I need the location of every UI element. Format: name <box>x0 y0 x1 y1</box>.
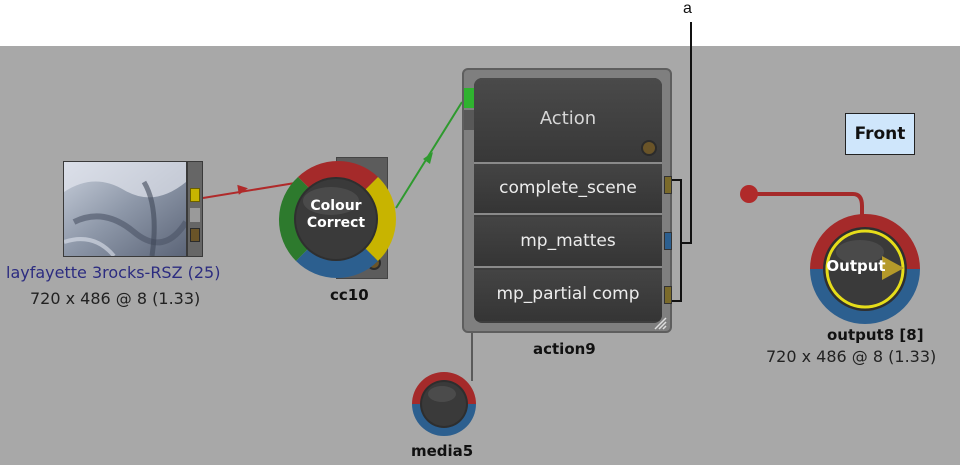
action-output-label: mp_partial comp <box>496 284 640 304</box>
action-node-header[interactable]: Action <box>474 78 662 164</box>
colour-correct-label-line1: Colour <box>310 198 362 214</box>
colour-correct-node-name: cc10 <box>330 286 369 304</box>
clip-node-ports <box>187 161 203 257</box>
play-triangle-icon <box>882 256 904 280</box>
action-output-complete-scene[interactable]: complete_scene <box>474 164 662 215</box>
action-input-port-back[interactable] <box>464 110 474 130</box>
connection-wires <box>202 101 864 381</box>
clip-node-name: layfayette 3rocks-RSZ (25) <box>6 263 221 282</box>
action-output-port-complete-scene[interactable] <box>664 176 672 194</box>
action-node-title: Action <box>539 108 597 129</box>
media-node-name: media5 <box>411 442 474 460</box>
callout-line <box>690 22 692 46</box>
colour-correct-label-line2: Correct <box>306 215 366 231</box>
action-node[interactable]: Action complete_scene mp_mattes mp_parti… <box>462 68 672 333</box>
camera-view-badge[interactable]: Front <box>845 113 915 155</box>
output-node-resolution: 720 x 486 @ 8 (1.33) <box>766 347 937 366</box>
link-clip-to-cc[interactable] <box>202 182 296 199</box>
action-output-label: mp_mattes <box>520 231 616 251</box>
action-node-panel: Action complete_scene mp_mattes mp_parti… <box>474 78 662 323</box>
action-output-mp-partial-comp[interactable]: mp_partial comp <box>474 270 662 321</box>
colour-correct-button[interactable] <box>276 157 400 281</box>
clip-output-port[interactable] <box>190 208 200 222</box>
callout-bracket <box>672 179 682 302</box>
clip-output-port-front[interactable] <box>190 188 200 202</box>
link-endpoint-dot[interactable] <box>740 185 758 203</box>
action-output-label: complete_scene <box>499 178 637 198</box>
clip-node-resolution: 720 x 486 @ 8 (1.33) <box>30 289 201 308</box>
link-output-input[interactable] <box>749 192 864 216</box>
link-arrow-icon <box>423 152 433 164</box>
action-output-mp-mattes[interactable]: mp_mattes <box>474 217 662 268</box>
output-button-label: Output <box>826 257 886 275</box>
link-arrow-icon <box>237 184 248 195</box>
resize-grip-icon[interactable] <box>653 316 667 330</box>
action-output-port-mp-partial-comp[interactable] <box>664 286 672 304</box>
action-input-port-front[interactable] <box>464 88 474 108</box>
action-node-name: action9 <box>533 340 596 358</box>
output-node-name: output8 [8] <box>827 326 924 344</box>
callout-letter-a: a <box>683 0 692 17</box>
output-node-button[interactable] <box>808 212 922 326</box>
callout-bracket-tick <box>682 242 690 244</box>
schematic-canvas[interactable]: layfayette 3rocks-RSZ (25) 720 x 486 @ 8… <box>0 46 960 465</box>
media-node-button[interactable] <box>410 370 478 438</box>
colour-correct-label: Colour Correct <box>296 198 376 232</box>
action-matte-port[interactable] <box>641 140 657 156</box>
clip-output-port-matte[interactable] <box>190 228 200 242</box>
action-output-port-mp-mattes[interactable] <box>664 232 672 250</box>
clip-node-thumbnail[interactable] <box>63 161 187 257</box>
callout-line <box>690 46 692 244</box>
